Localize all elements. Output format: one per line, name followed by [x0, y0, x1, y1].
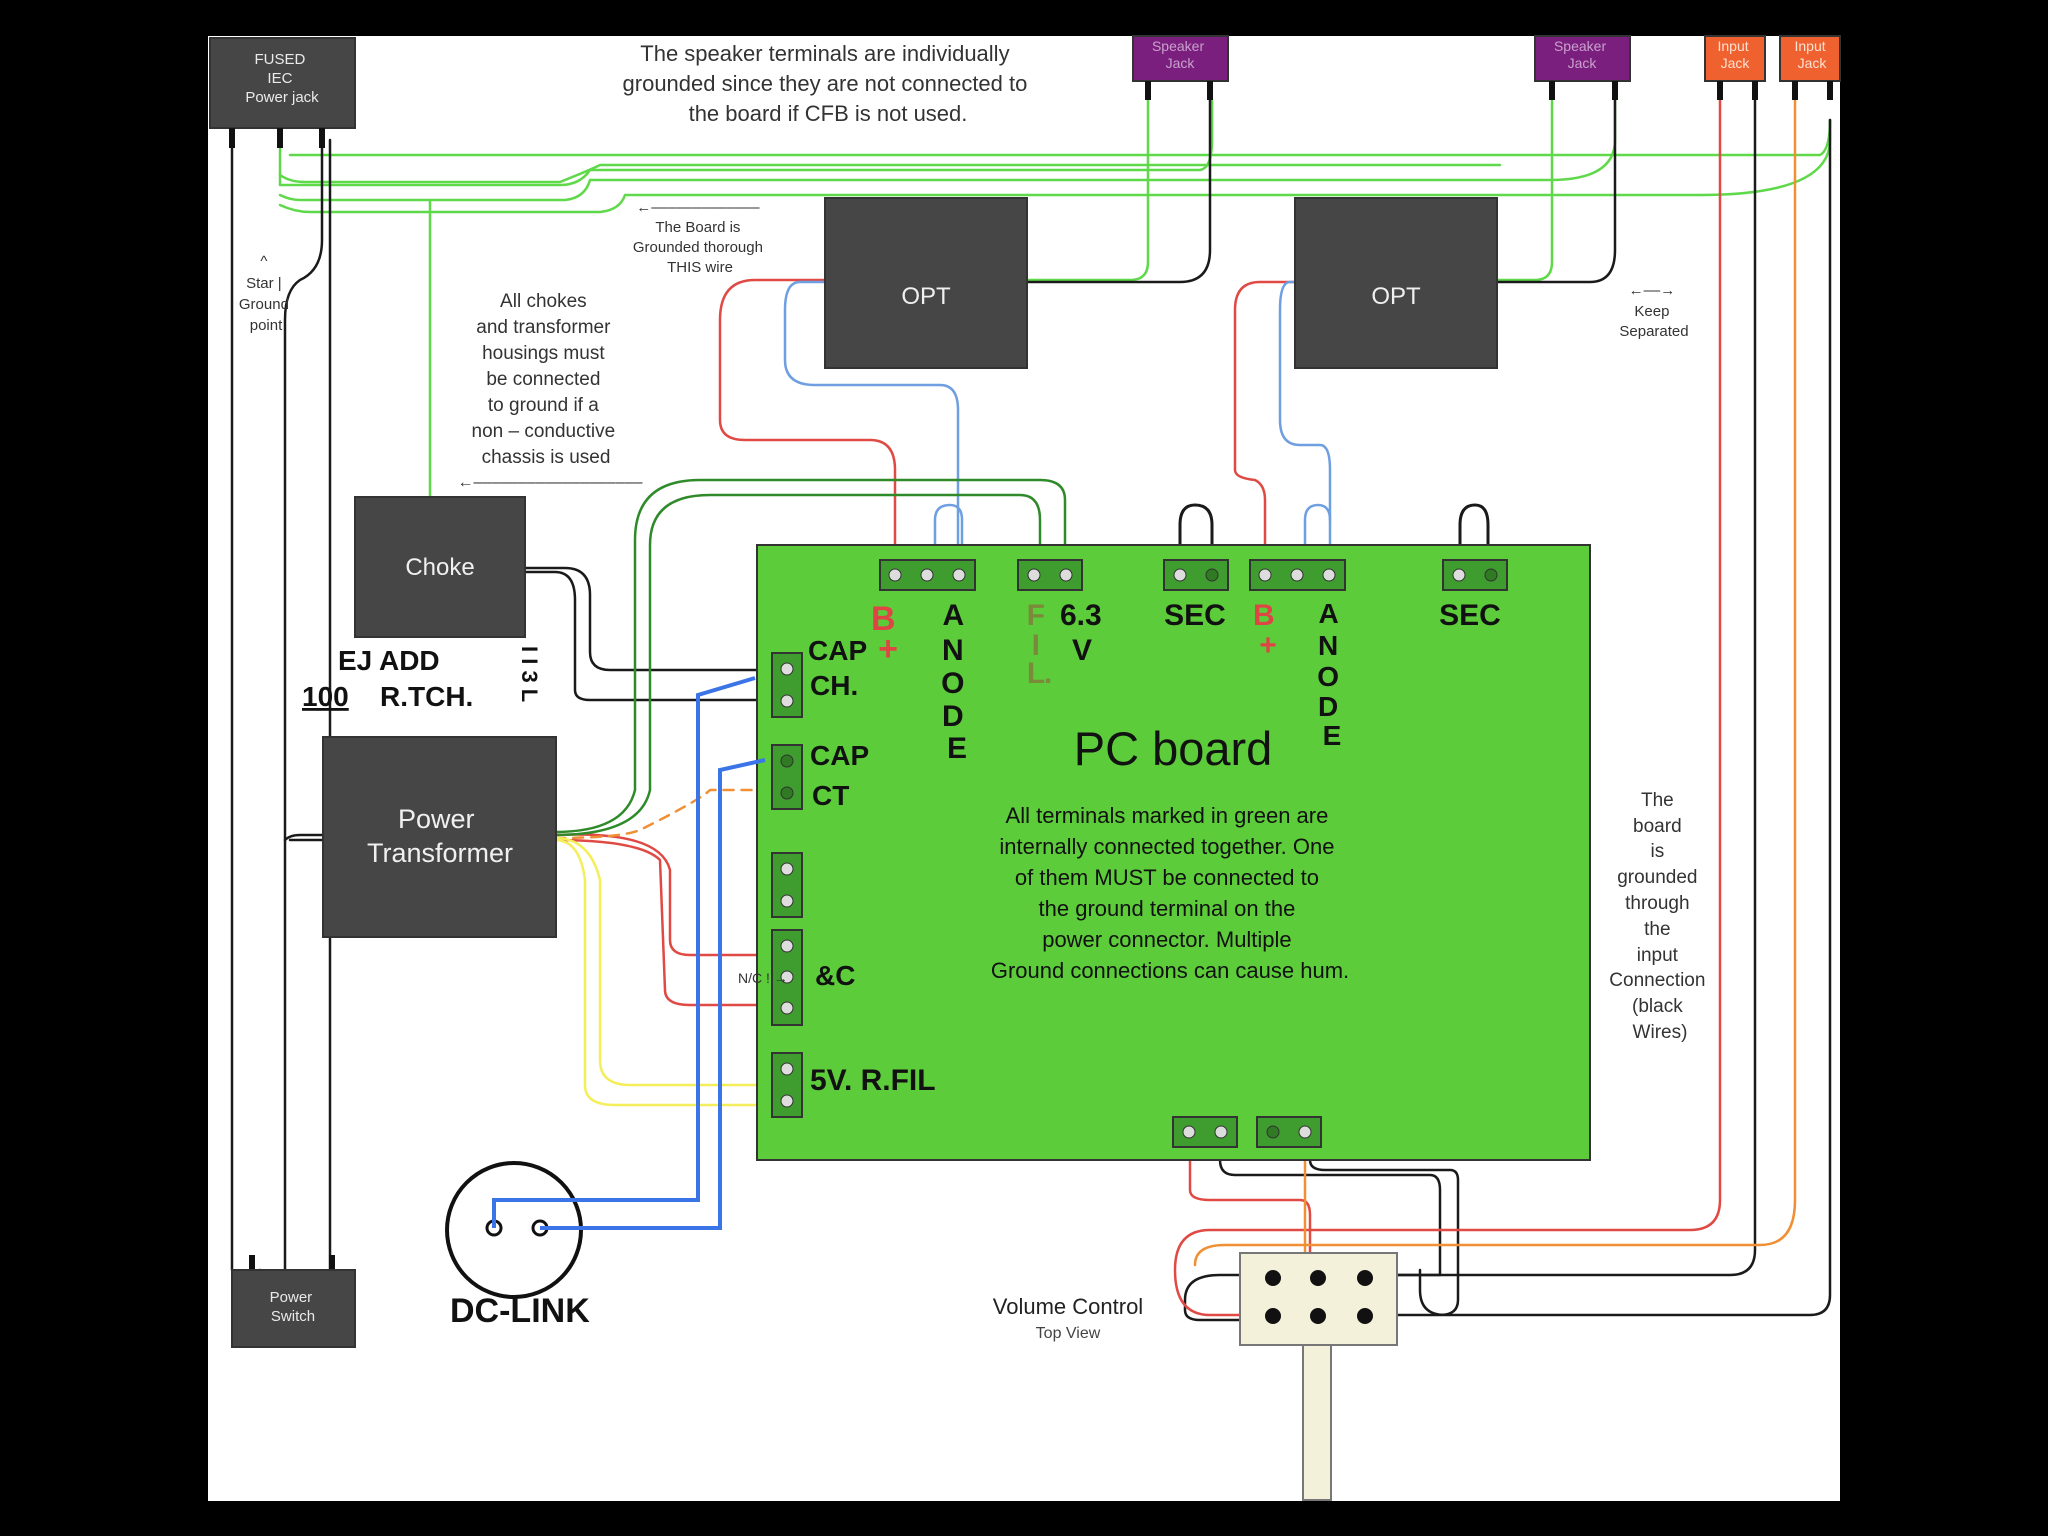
choke: Choke	[354, 496, 526, 638]
hand-anode-1: A N O D E	[941, 599, 973, 765]
chokes-arrow: ←–––––––––––––––––––	[457, 474, 642, 491]
opt-transformer-2: OPT	[1294, 197, 1498, 369]
input-jack-1: Input Jack	[1704, 35, 1766, 100]
hand-bplus-1: B +	[871, 600, 905, 668]
nc-label: N/C ! →	[738, 970, 788, 986]
wires	[230, 98, 1832, 1322]
opt-transformer-1: OPT	[824, 197, 1028, 369]
hand-sec-2: SEC	[1439, 599, 1501, 632]
svg-text:Power Switch: Power Switch	[270, 1289, 317, 1325]
chokes-housings-note: All chokes and transformer housings must…	[472, 291, 621, 468]
speaker-grounding-note: The speaker terminals are individually g…	[623, 41, 1034, 126]
hand-6-3v: 6.3 V	[1060, 599, 1110, 667]
hand-bplus-2: B +	[1253, 599, 1283, 662]
hand-ej-add: EJ ADD	[338, 645, 440, 676]
svg-text:Power Transformer: Power Transformer	[367, 804, 513, 868]
svg-text:Input Jack: Input Jack	[1794, 38, 1829, 71]
input-grounding-note: The board is grounded through the input …	[1609, 790, 1710, 1043]
hand-hc: &C	[815, 960, 855, 991]
hand-r-tch: 100 R.TCH.	[302, 681, 473, 712]
svg-text:Input Jack: Input Jack	[1717, 38, 1752, 71]
keep-separated-note: ←––→ Keep Separated	[1619, 282, 1688, 340]
svg-text:Choke: Choke	[405, 554, 474, 581]
hand-fil: F I L .	[1027, 599, 1054, 690]
svg-text:OPT: OPT	[901, 283, 951, 310]
hand-5v-fil: 5V. R.FIL	[810, 1064, 936, 1097]
hand-cap-ct: CAP CT	[810, 740, 876, 811]
star-ground-note: ^ Star | Ground point	[239, 253, 293, 334]
input-jack-2: Input Jack	[1779, 35, 1841, 100]
pc-board-title: PC board	[1074, 722, 1273, 775]
svg-text:OPT: OPT	[1371, 283, 1421, 310]
hand-anode-2: A N O D E	[1317, 598, 1347, 751]
svg-text:Speaker Jack: Speaker Jack	[1152, 38, 1208, 71]
power-switch: Power Switch	[231, 1255, 356, 1348]
terminal-blocks	[771, 559, 1508, 1148]
power-transformer: Power Transformer	[322, 736, 557, 938]
speaker-jack-2: Speaker Jack	[1534, 35, 1631, 100]
speaker-jack-1: Speaker Jack	[1132, 35, 1229, 100]
hand-side-marks: I I 3 L	[517, 646, 542, 702]
board-terminals-note: All terminals marked in green are intern…	[991, 803, 1349, 983]
hand-cap-ch: CAP CH.	[808, 635, 874, 701]
iec-power-jack: FUSED IEC Power jack	[209, 37, 356, 148]
pc-board: PC board All terminals marked in green a…	[756, 544, 1591, 1161]
board-ground-wire-note: ←––––––––––––– The Board is Grounded tho…	[633, 199, 767, 276]
volume-control-sub: Top View	[1036, 1325, 1101, 1342]
svg-text:Speaker Jack: Speaker Jack	[1554, 38, 1610, 71]
volume-control: Volume Control Top View	[993, 1252, 1398, 1501]
hand-sec-1: SEC	[1164, 599, 1226, 632]
volume-control-label: Volume Control	[993, 1294, 1143, 1319]
dc-link-connector	[445, 676, 766, 1299]
iec-jack-label: FUSED IEC Power jack	[245, 51, 319, 106]
